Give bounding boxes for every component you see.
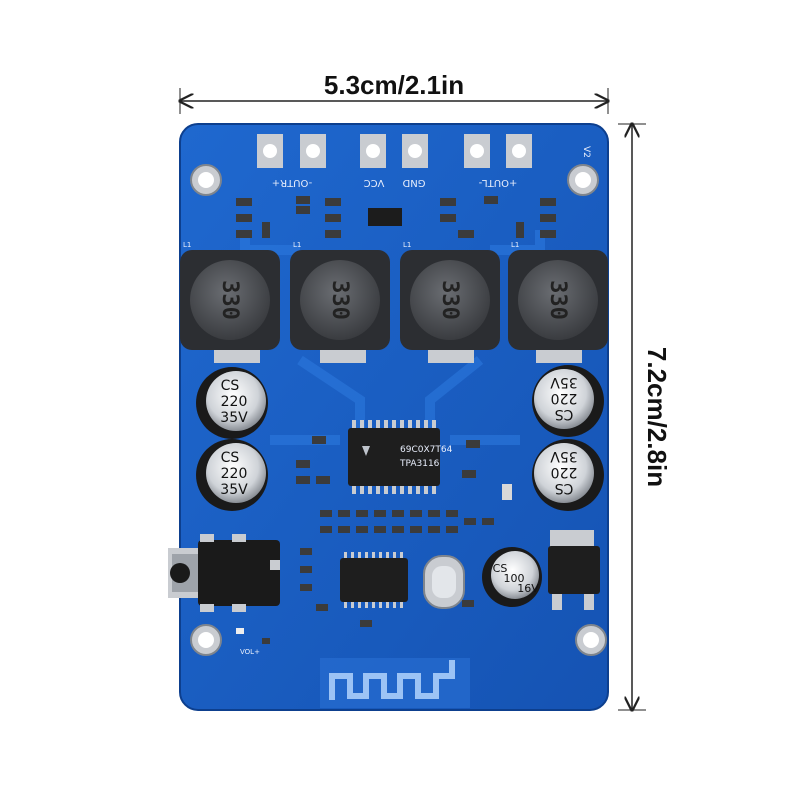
audio-jack-icon [168, 534, 280, 612]
vol-label: VOL+ [240, 648, 260, 656]
svg-text:330: 330 [545, 280, 570, 320]
svg-text:220: 220 [221, 466, 248, 482]
inductor: 330 L1 [400, 241, 500, 363]
svg-text:L1: L1 [403, 241, 411, 249]
height-dimension: 7.2cm/2.8in [618, 124, 672, 710]
svg-text:L1: L1 [511, 241, 519, 249]
svg-text:TPA3116: TPA3116 [399, 459, 440, 469]
svg-text:CS: CS [555, 480, 574, 496]
svg-text:L1: L1 [293, 241, 301, 249]
width-label: 5.3cm/2.1in [324, 70, 464, 100]
inductor: 330 L1 [180, 241, 280, 363]
svg-text:35V: 35V [220, 410, 248, 426]
svg-text:35V: 35V [220, 482, 248, 498]
led-indicator [236, 628, 270, 644]
svg-text:CS: CS [221, 378, 240, 394]
svg-text:330: 330 [437, 280, 462, 320]
capacitor-small: CS 100 16V [482, 547, 542, 607]
inductor: 330 L1 [508, 241, 608, 363]
voltage-regulator [548, 530, 600, 610]
svg-text:220: 220 [221, 394, 248, 410]
capacitor-left-top: CS 220 35V [196, 367, 268, 439]
vcc-label: VCC [364, 177, 385, 188]
version-label: V2 [581, 146, 591, 158]
height-label: 7.2cm/2.8in [642, 347, 672, 487]
pcb-board: V2 -OUTR+ VCC GND +OUTL- [168, 123, 609, 711]
crystal-icon [423, 555, 465, 609]
width-dimension: 5.3cm/2.1in [180, 70, 608, 114]
out-left-label: +OUTL- [478, 177, 517, 188]
svg-text:220: 220 [551, 390, 578, 406]
capacitor-left-bottom: CS 220 35V [196, 439, 268, 511]
svg-text:L1: L1 [183, 241, 191, 249]
svg-text:CS: CS [493, 562, 508, 575]
svg-text:69C0X7T64: 69C0X7T64 [400, 445, 453, 455]
svg-text:CS: CS [221, 450, 240, 466]
capacitor-right-top: CS 220 35V [532, 365, 604, 437]
smd-components-middle [296, 436, 512, 627]
out-right-label: -OUTR+ [272, 177, 313, 188]
svg-text:100: 100 [504, 572, 525, 585]
terminal-pads [257, 134, 532, 168]
svg-text:CS: CS [555, 406, 574, 422]
gnd-label: GND [402, 177, 425, 188]
svg-text:35V: 35V [550, 374, 578, 390]
amplifier-chip: 69C0X7T64 TPA3116 [348, 420, 453, 494]
mounting-holes [190, 164, 607, 656]
svg-text:220: 220 [551, 464, 578, 480]
bluetooth-chip [340, 552, 408, 608]
svg-text:35V: 35V [550, 448, 578, 464]
svg-text:330: 330 [217, 280, 242, 320]
svg-text:330: 330 [327, 280, 352, 320]
antenna-icon [320, 658, 470, 708]
capacitor-right-bottom: CS 220 35V [532, 439, 604, 511]
smd-components-top [236, 196, 556, 238]
svg-text:16V: 16V [517, 582, 539, 595]
inductor: 330 L1 [290, 241, 390, 363]
